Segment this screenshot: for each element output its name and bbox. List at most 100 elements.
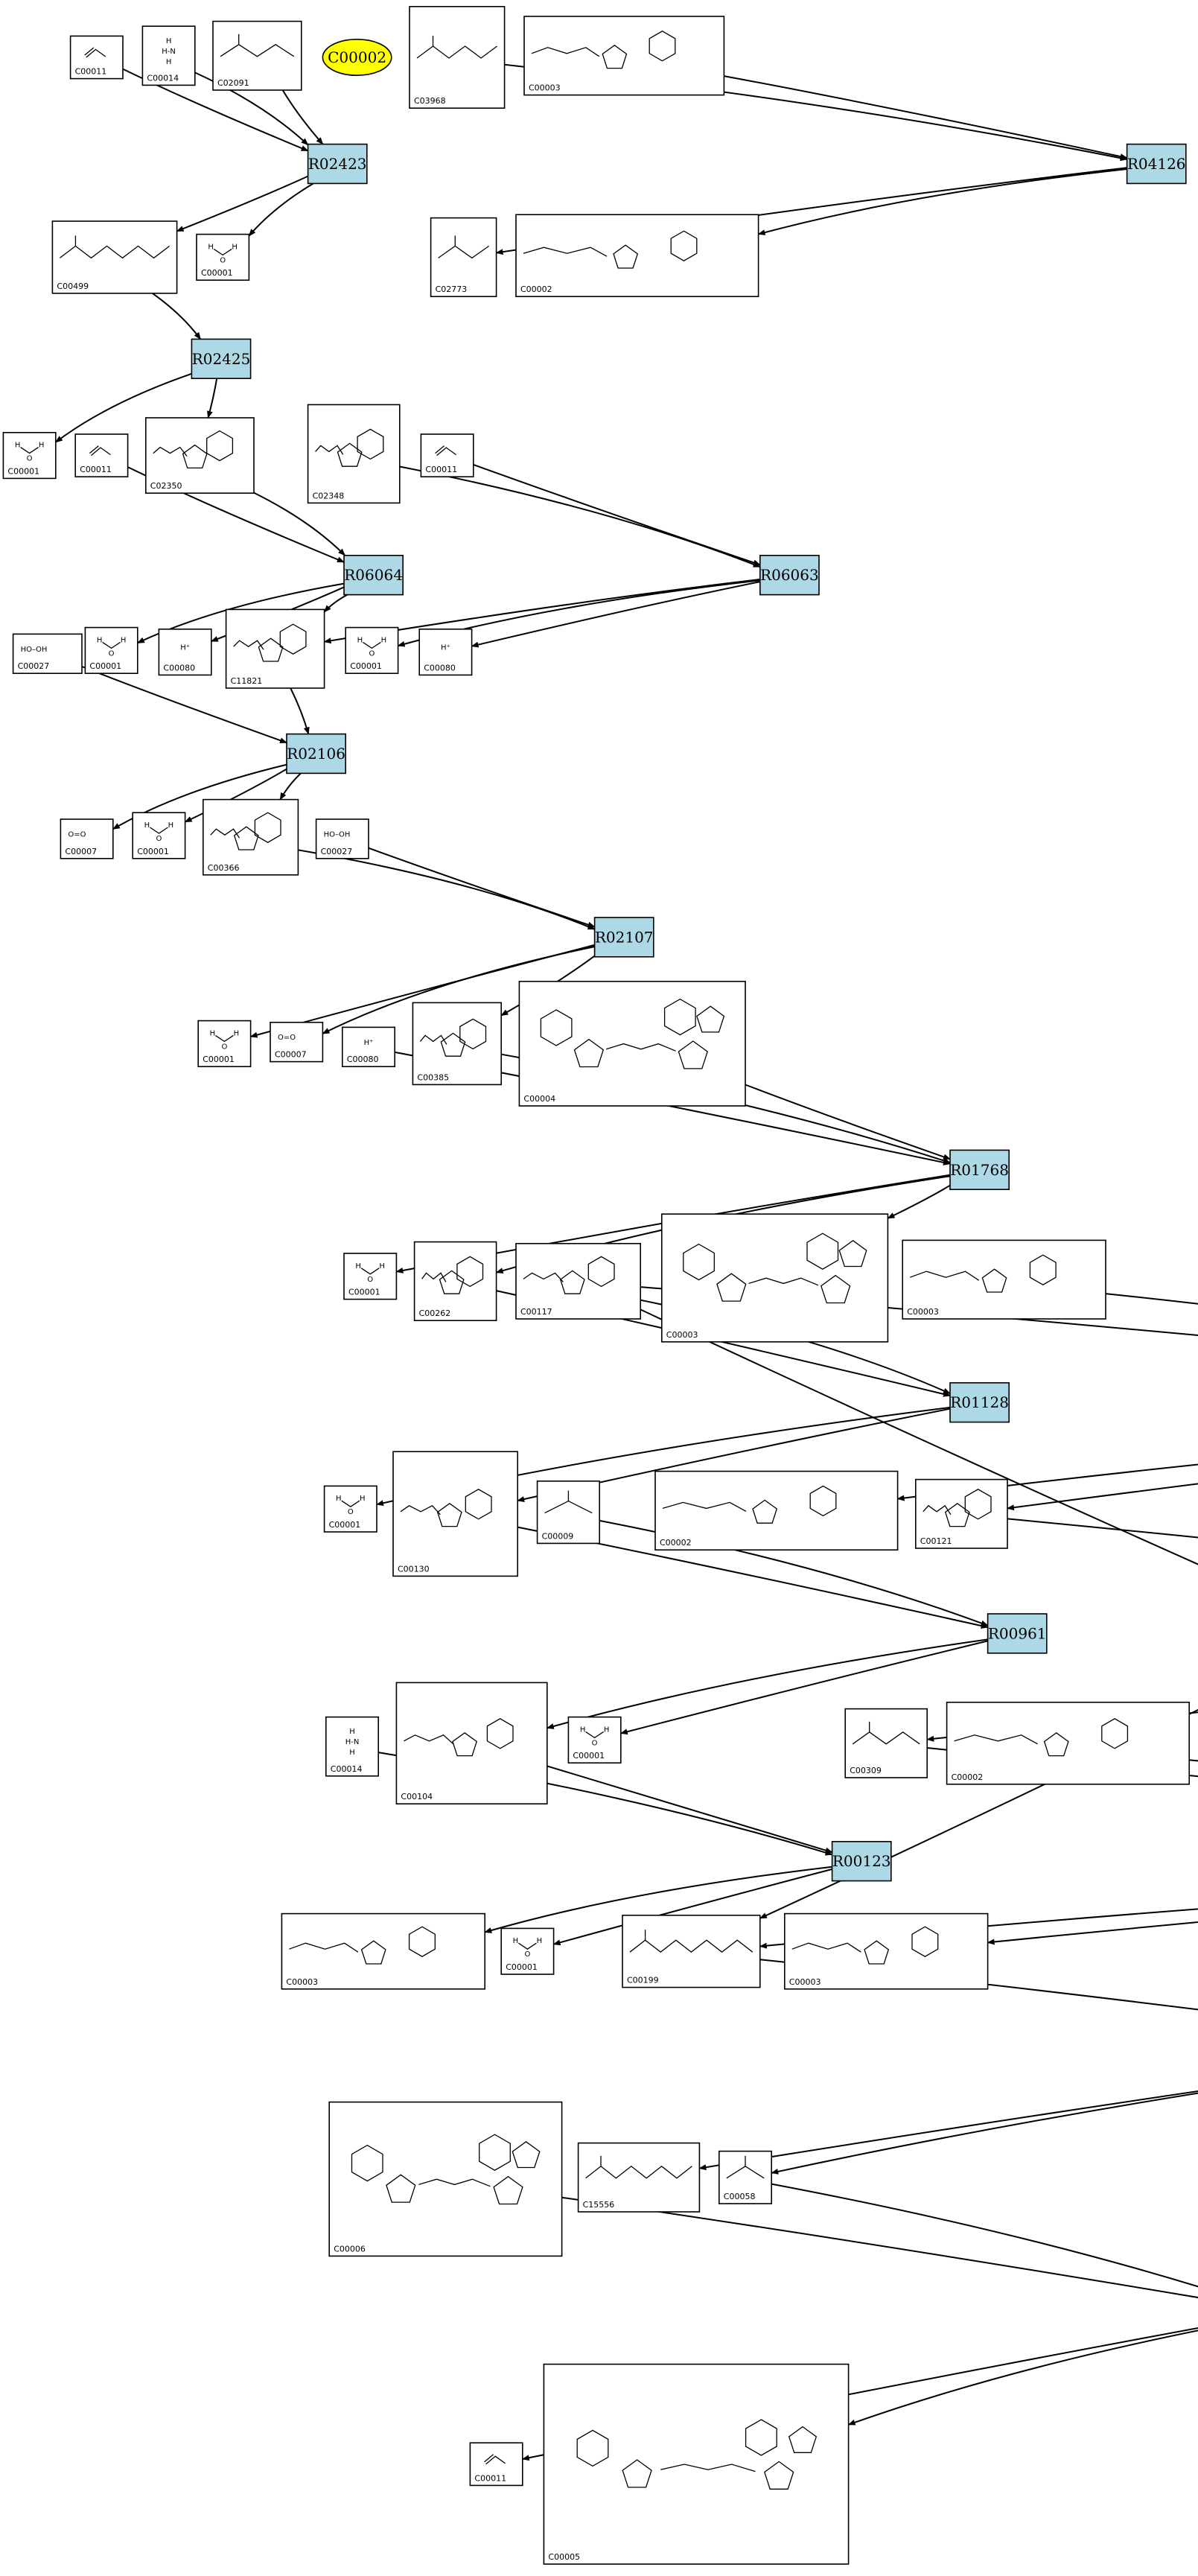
compound-id-label: C00366 — [208, 863, 240, 873]
compound-box — [392, 1451, 518, 1577]
compound-node[interactable]: C00009 — [536, 1481, 600, 1545]
structure-glyph — [585, 2155, 692, 2179]
compound-node[interactable]: C00011 — [469, 2442, 523, 2487]
structure-glyph: H⁺ — [441, 644, 450, 652]
reaction-id-label: R02106 — [287, 745, 345, 763]
compound-box — [469, 2442, 523, 2487]
reaction-node[interactable]: R04126 — [1126, 143, 1187, 185]
structure-glyph — [404, 1718, 514, 1757]
reaction-node[interactable]: R02107 — [593, 917, 654, 958]
reaction-node[interactable]: R02423 — [307, 143, 368, 185]
compound-node[interactable]: C00003 — [281, 1912, 485, 1990]
compound-node[interactable]: C00262 — [413, 1241, 497, 1321]
structure-glyph — [60, 235, 170, 259]
compound-box — [270, 1022, 324, 1063]
reaction-node[interactable]: R01768 — [949, 1149, 1010, 1191]
compound-node[interactable]: C00121 — [915, 1478, 1008, 1549]
compound-node[interactable]: C02348 — [307, 404, 401, 504]
compound-node[interactable]: C00003 — [660, 1213, 889, 1343]
reaction-node[interactable]: R06064 — [343, 554, 404, 596]
reaction-box — [987, 1613, 1048, 1654]
compound-node[interactable]: C00309 — [844, 1708, 928, 1778]
compound-box — [412, 1002, 503, 1086]
compound-node[interactable]: C00104 — [395, 1682, 548, 1804]
compound-node[interactable]: C15556 — [577, 2142, 701, 2213]
compound-id-label: C00002 — [660, 1538, 692, 1548]
compound-box — [141, 25, 196, 86]
atom-label: H — [208, 243, 214, 251]
compound-node[interactable]: C00058 — [718, 2150, 772, 2204]
compound-node[interactable]: H⁺C00080 — [158, 628, 212, 676]
atom-label: O — [592, 1739, 598, 1747]
compound-node[interactable]: C00006 — [328, 2101, 563, 2257]
compound-node[interactable]: C02773 — [430, 217, 497, 298]
compound-node[interactable]: H⁺C00080 — [418, 628, 473, 676]
reaction-node[interactable]: R01128 — [949, 1382, 1010, 1423]
compound-node[interactable]: C02091 — [212, 20, 302, 91]
compound-box — [543, 2363, 850, 2565]
root-ellipse — [322, 38, 392, 77]
compound-box — [500, 1927, 555, 1975]
compound-node[interactable]: C00003 — [902, 1239, 1106, 1320]
compound-node[interactable]: C00199 — [622, 1915, 761, 1988]
compound-id-label: C00309 — [850, 1766, 882, 1775]
compound-node[interactable]: C00002 — [515, 214, 759, 298]
compound-node[interactable]: C02350 — [145, 417, 255, 494]
compound-box — [343, 1253, 398, 1300]
atom-label: H — [234, 1029, 240, 1037]
compound-node[interactable]: C00130 — [392, 1451, 518, 1577]
compound-box — [196, 233, 250, 282]
reaction-edge — [122, 68, 309, 152]
structure-glyph: H⁺ — [364, 1039, 374, 1047]
compound-id-label: C00011 — [80, 465, 112, 474]
reaction-node[interactable]: R00961 — [987, 1613, 1048, 1654]
compound-node[interactable]: C00499 — [51, 220, 178, 294]
compound-node[interactable]: C00366 — [202, 798, 299, 876]
root-compound-node[interactable]: C00002 — [322, 38, 392, 77]
reaction-node[interactable]: R02106 — [286, 733, 346, 775]
compound-node[interactable]: C00002 — [946, 1702, 1190, 1785]
compound-box — [212, 20, 302, 91]
compound-node[interactable]: C00011 — [69, 35, 124, 80]
reaction-node[interactable]: R00123 — [831, 1841, 892, 1882]
compound-node[interactable]: C00117 — [515, 1243, 641, 1320]
compound-box — [418, 628, 473, 676]
structure-glyph: HO–OH — [324, 830, 351, 839]
compound-node[interactable]: C00003 — [523, 16, 725, 96]
compound-node[interactable]: H⁺C00080 — [341, 1026, 395, 1068]
structure-glyph: HOH — [210, 1029, 240, 1051]
compound-box — [413, 1241, 497, 1321]
compound-node[interactable]: C11821 — [225, 608, 325, 689]
compound-node[interactable]: C00005 — [543, 2363, 850, 2565]
structure-glyph — [289, 1926, 436, 1965]
compound-node[interactable]: C00385 — [412, 1002, 503, 1086]
compound-node[interactable]: C00003 — [784, 1912, 989, 1990]
compound-node[interactable]: C00004 — [518, 981, 746, 1107]
compound-node[interactable]: C00011 — [74, 433, 129, 478]
compound-node[interactable]: C00002 — [654, 1470, 899, 1551]
compound-id-label: C00001 — [89, 661, 121, 671]
atom-label: H — [360, 1495, 366, 1503]
compound-node[interactable]: C03968 — [409, 6, 506, 109]
reaction-node[interactable]: R06063 — [759, 554, 820, 596]
compound-node[interactable]: C00011 — [420, 433, 474, 478]
compound-box — [430, 217, 497, 298]
reaction-node[interactable]: R02425 — [191, 338, 252, 379]
